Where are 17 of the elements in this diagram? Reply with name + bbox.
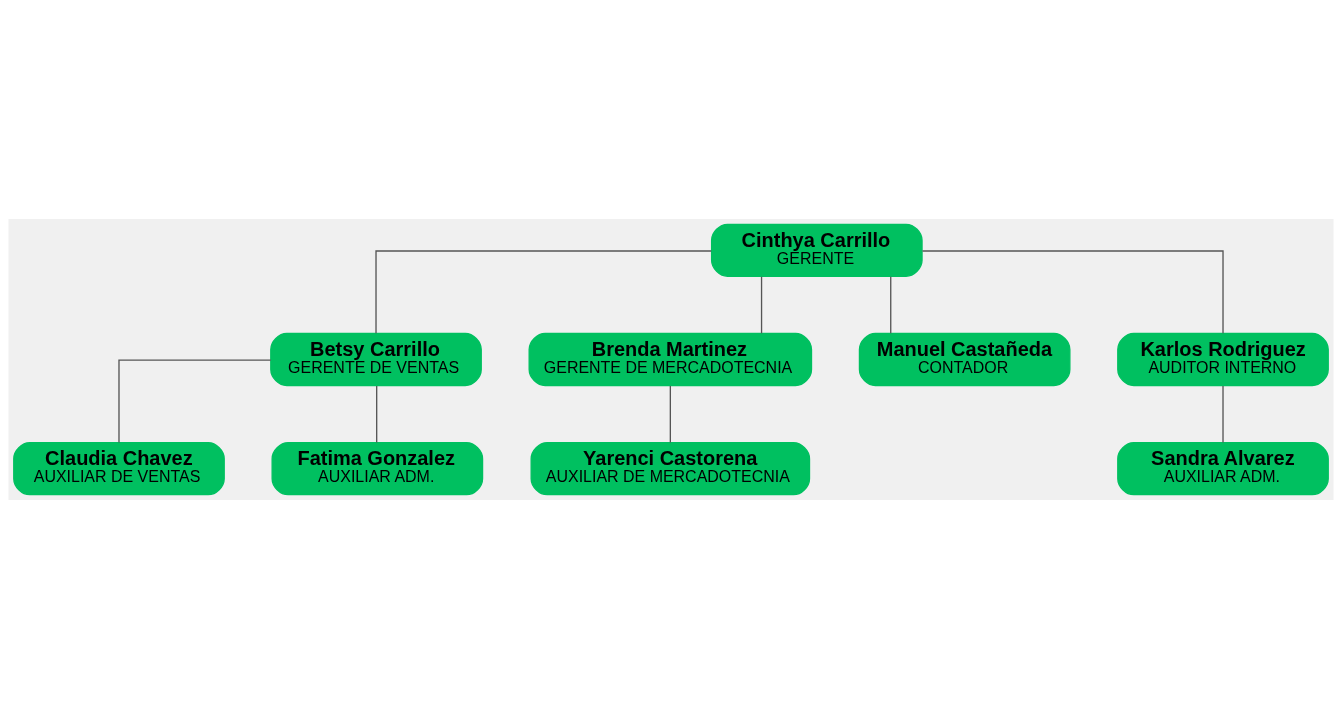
connector — [760, 276, 763, 334]
connector — [1222, 385, 1224, 444]
connector — [669, 385, 671, 444]
node-box: Cinthya Carrillo GERENTE — [710, 223, 923, 277]
connector — [375, 250, 712, 334]
node-box: Karlos Rodriguez AUDITOR INTERNO — [1117, 332, 1329, 387]
connector — [890, 276, 892, 334]
node-box: Manuel Castañeda CONTADOR — [858, 332, 1071, 387]
connector — [376, 385, 378, 444]
node-box: Brenda Martinez GERENTE DE MERCADOTECNIA — [528, 332, 813, 387]
node-box: Betsy Carrillo GERENTE DE VENTAS — [270, 332, 482, 387]
node-box: Sandra Alvarez AUXILIAR ADM. — [1117, 442, 1329, 496]
node-box: Fatima Gonzalez AUXILIAR ADM. — [271, 442, 484, 496]
connector — [118, 359, 272, 444]
node-box: Claudia Chavez AUXILIAR DE VENTAS — [13, 442, 225, 496]
node-box: Yarenci Castorena AUXILIAR DE MERCADOTECNIA — [530, 442, 811, 496]
connector — [921, 250, 1224, 334]
